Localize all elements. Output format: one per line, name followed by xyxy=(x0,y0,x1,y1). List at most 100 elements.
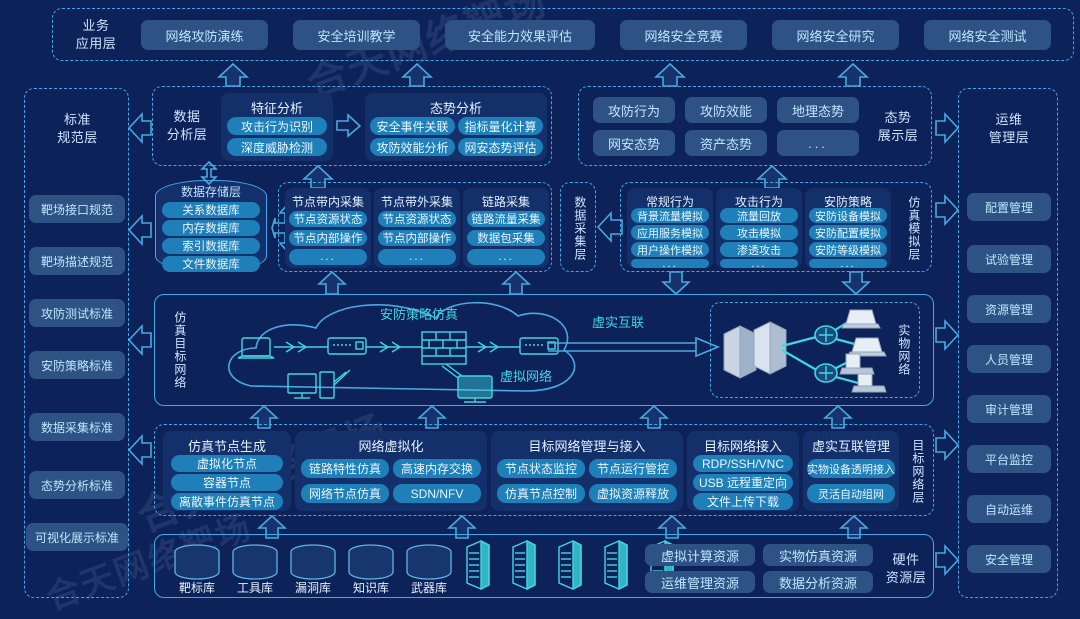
database-label-0: 靶标库 xyxy=(178,581,215,595)
storage-item-3[interactable]: 文件数据库 xyxy=(162,256,260,272)
ops-item-5[interactable]: 平台监控 xyxy=(967,445,1051,473)
virtual-network-label: 虚拟网络 xyxy=(500,369,553,384)
target-0-item-1[interactable]: 容器节点 xyxy=(171,474,283,491)
collection-1-item-2[interactable]: ... xyxy=(378,249,456,265)
display-item-0[interactable]: 攻防行为 xyxy=(593,97,675,123)
arrow-ops-5 xyxy=(935,543,960,577)
target-2-item-1[interactable]: 节点运行管控 xyxy=(589,459,677,478)
target-4-item-1[interactable]: 灵活自动组网 xyxy=(807,484,895,503)
ops-item-3[interactable]: 人员管理 xyxy=(967,345,1051,373)
collection-2-item-0[interactable]: 链路流量采集 xyxy=(467,211,545,227)
simulation-2-item-3[interactable]: ... xyxy=(809,258,887,270)
target-0-item-0[interactable]: 虚拟化节点 xyxy=(171,455,283,472)
target-group-3-title: 目标网络接入 xyxy=(703,439,782,454)
simulation-1-item-3[interactable]: ... xyxy=(720,258,798,270)
collection-group-1-title: 节点带外采集 xyxy=(380,195,453,209)
database-label-4: 武器库 xyxy=(410,581,447,595)
ops-item-6[interactable]: 自动运维 xyxy=(967,495,1051,523)
hardware-resource-1[interactable]: 实物仿真资源 xyxy=(763,544,873,566)
simulation-0-item-3[interactable]: ... xyxy=(631,258,709,270)
database-label-3: 知识库 xyxy=(352,581,389,595)
storage-item-1[interactable]: 内存数据库 xyxy=(162,220,260,236)
standards-item-1[interactable]: 靶场描述规范 xyxy=(29,247,125,275)
analysis-situation-item-1[interactable]: 指标量化计算 xyxy=(458,117,543,135)
hardware-resource-3[interactable]: 数据分析资源 xyxy=(763,571,873,593)
standards-item-4[interactable]: 数据采集标准 xyxy=(29,413,125,441)
arrow-up-to-network-3 xyxy=(638,404,670,429)
target-2-item-0[interactable]: 节点状态监控 xyxy=(497,459,585,478)
standards-layer-label: 标准 规范层 xyxy=(25,111,130,146)
arrow-standards-2 xyxy=(127,213,152,247)
standards-item-3[interactable]: 安防策略标准 xyxy=(29,351,125,379)
ops-item-1[interactable]: 试验管理 xyxy=(967,245,1051,273)
storage-item-0[interactable]: 关系数据库 xyxy=(162,202,260,218)
business-item-5[interactable]: 网络安全测试 xyxy=(924,20,1051,50)
standards-item-6[interactable]: 可视化展示标准 xyxy=(26,523,128,551)
arrow-up-to-business-4 xyxy=(836,62,870,87)
display-item-3[interactable]: 网安态势 xyxy=(593,130,675,156)
collection-group-1: 节点带外采集 节点资源状态 节点内部操作 ... xyxy=(374,188,460,268)
arrow-up-to-business-2 xyxy=(400,62,434,87)
ops-layer-label-line1: 运维 xyxy=(995,112,1023,127)
display-item-2[interactable]: 地理态势 xyxy=(777,97,859,123)
business-item-2[interactable]: 安全能力效果评估 xyxy=(445,20,595,50)
target-3-item-0[interactable]: RDP/SSH/VNC xyxy=(693,455,793,472)
simulation-2-item-0[interactable]: 安防设备模拟 xyxy=(809,208,887,223)
target-1-item-0[interactable]: 链路特性仿真 xyxy=(301,459,389,478)
target-2-item-2[interactable]: 仿真节点控制 xyxy=(497,484,585,503)
target-4-item-0[interactable]: 实物设备透明接入 xyxy=(807,459,895,478)
display-item-4[interactable]: 资产态势 xyxy=(685,130,767,156)
ops-item-0[interactable]: 配置管理 xyxy=(967,193,1051,221)
collection-0-item-1[interactable]: 节点内部操作 xyxy=(289,230,367,246)
simulation-2-item-2[interactable]: 安防等级模拟 xyxy=(809,242,887,257)
target-1-item-1[interactable]: 高速内存交换 xyxy=(393,459,481,478)
collection-0-item-0[interactable]: 节点资源状态 xyxy=(289,211,367,227)
analysis-situation-item-2[interactable]: 攻防效能分析 xyxy=(370,138,455,156)
simulation-1-item-1[interactable]: 攻击模拟 xyxy=(720,225,798,240)
standards-layer-label-line1: 标准 xyxy=(63,112,91,127)
business-item-4[interactable]: 网络安全研究 xyxy=(772,20,899,50)
collection-1-item-0[interactable]: 节点资源状态 xyxy=(378,211,456,227)
target-network-layer-label: 目标网络层 xyxy=(910,438,925,504)
business-item-3[interactable]: 网络安全竞赛 xyxy=(620,20,747,50)
standards-item-2[interactable]: 攻防测试标准 xyxy=(29,299,125,327)
collection-2-item-2[interactable]: ... xyxy=(467,249,545,265)
business-item-0[interactable]: 网络攻防演练 xyxy=(141,20,268,50)
hardware-resource-0[interactable]: 虚拟计算资源 xyxy=(645,544,755,566)
display-item-1[interactable]: 攻防效能 xyxy=(685,97,767,123)
ops-item-2[interactable]: 资源管理 xyxy=(967,295,1051,323)
target-1-item-2[interactable]: 网络节点仿真 xyxy=(301,484,389,503)
business-application-layer: 业务 应用层 网络攻防演练 安全培训教学 安全能力效果评估 网络安全竞赛 网络安… xyxy=(52,8,1074,61)
simulation-0-item-1[interactable]: 应用服务模拟 xyxy=(631,225,709,240)
arrow-up-to-target-4 xyxy=(838,514,870,539)
target-3-item-2[interactable]: 文件上传下载 xyxy=(693,493,793,510)
simulation-0-item-2[interactable]: 用户操作模拟 xyxy=(631,242,709,257)
simulation-1-item-0[interactable]: 流量回放 xyxy=(720,208,798,223)
analysis-feature-item-0[interactable]: 攻击行为识别 xyxy=(227,117,327,135)
ops-item-4[interactable]: 审计管理 xyxy=(967,395,1051,423)
target-2-item-3[interactable]: 虚拟资源释放 xyxy=(589,484,677,503)
collection-0-item-2[interactable]: ... xyxy=(289,249,367,265)
storage-item-2[interactable]: 索引数据库 xyxy=(162,238,260,254)
target-group-4: 虚实互联管理 实物设备透明接入 灵活自动组网 xyxy=(803,431,899,511)
hardware-resource-2[interactable]: 运维管理资源 xyxy=(645,571,755,593)
situation-display-layer: 攻防行为 攻防效能 地理态势 网安态势 资产态势 ... 态势 展示层 xyxy=(578,86,932,166)
simulation-2-item-1[interactable]: 安防配置模拟 xyxy=(809,225,887,240)
target-1-item-3[interactable]: SDN/NFV xyxy=(393,484,481,503)
analysis-situation-item-3[interactable]: 网安态势评估 xyxy=(458,138,543,156)
business-item-1[interactable]: 安全培训教学 xyxy=(293,20,420,50)
target-3-item-1[interactable]: USB 远程重定向 xyxy=(693,474,793,491)
collection-2-item-1[interactable]: 数据包采集 xyxy=(467,230,545,246)
display-item-5[interactable]: ... xyxy=(777,130,859,156)
arrow-up-to-collection-2 xyxy=(500,270,532,295)
collection-1-item-1[interactable]: 节点内部操作 xyxy=(378,230,456,246)
simulation-1-item-2[interactable]: 渗透攻击 xyxy=(720,242,798,257)
target-0-item-2[interactable]: 离散事件仿真节点 xyxy=(171,493,283,510)
business-layer-label: 业务 应用层 xyxy=(65,17,127,52)
ops-item-7[interactable]: 安全管理 xyxy=(967,545,1051,573)
standards-item-0[interactable]: 靶场接口规范 xyxy=(29,195,125,223)
standards-item-5[interactable]: 态势分析标准 xyxy=(29,471,125,499)
simulation-0-item-0[interactable]: 背景流量模拟 xyxy=(631,208,709,223)
analysis-feature-item-1[interactable]: 深度威胁检测 xyxy=(227,138,327,156)
analysis-situation-item-0[interactable]: 安全事件关联 xyxy=(370,117,455,135)
